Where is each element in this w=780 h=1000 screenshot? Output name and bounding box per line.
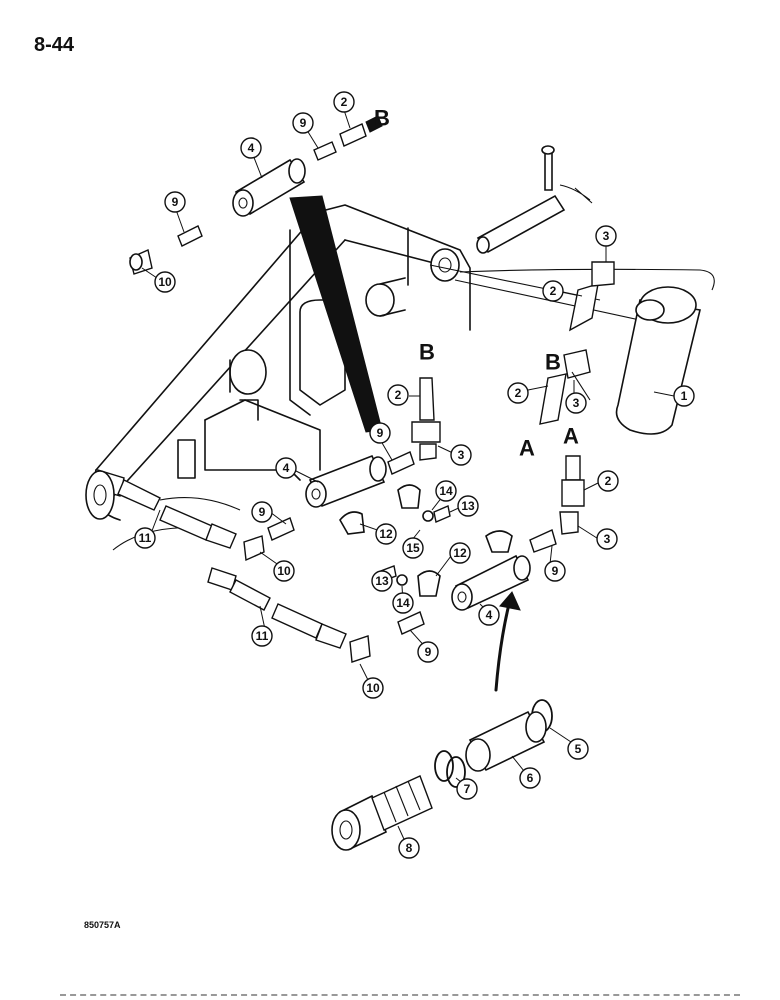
svg-text:2: 2 — [515, 386, 522, 400]
page-number: 8-44 — [34, 34, 75, 56]
svg-text:9: 9 — [259, 505, 266, 519]
callout-4-lower: 4 — [478, 604, 500, 626]
callout-4-top: 4 — [240, 137, 262, 159]
svg-text:4: 4 — [248, 141, 255, 155]
callout-9-left-mid: 9 — [251, 501, 273, 523]
callout-2-top: 2 — [333, 91, 355, 113]
callout-13-upper: 13 — [457, 495, 479, 517]
callout-5: 5 — [567, 738, 589, 760]
callout-13-lower: 13 — [371, 570, 393, 592]
svg-text:14: 14 — [439, 484, 453, 498]
ref-letter-a-right: A — [563, 424, 579, 449]
svg-text:1: 1 — [681, 389, 688, 403]
center-fittings — [305, 377, 451, 535]
callout-12-left: 12 — [375, 523, 397, 545]
svg-text:2: 2 — [550, 284, 557, 298]
svg-text:4: 4 — [486, 608, 493, 622]
svg-text:9: 9 — [172, 195, 179, 209]
callout-11-lower: 11 — [251, 625, 273, 647]
ref-letter-a-left: A — [519, 436, 535, 461]
callout-3-center: 3 — [450, 444, 472, 466]
callout-3-right-lower: 3 — [565, 392, 587, 414]
svg-text:3: 3 — [604, 532, 611, 546]
svg-text:13: 13 — [461, 499, 475, 513]
svg-text:3: 3 — [603, 229, 610, 243]
svg-text:9: 9 — [377, 426, 384, 440]
svg-text:3: 3 — [573, 396, 580, 410]
callout-12-right: 12 — [449, 542, 471, 564]
callout-7: 7 — [456, 778, 478, 800]
callout-11-upper: 11 — [134, 527, 156, 549]
svg-text:15: 15 — [406, 541, 420, 555]
callout-1: 1 — [673, 385, 695, 407]
svg-text:2: 2 — [395, 388, 402, 402]
leader-lines — [141, 109, 675, 849]
svg-text:7: 7 — [464, 782, 471, 796]
callout-9-lower: 9 — [417, 641, 439, 663]
svg-text:9: 9 — [425, 645, 432, 659]
svg-text:14: 14 — [396, 596, 410, 610]
callout-14-lower: 14 — [392, 592, 414, 614]
svg-text:12: 12 — [379, 527, 393, 541]
svg-text:9: 9 — [300, 116, 307, 130]
ref-letter-b-right: B — [545, 350, 561, 375]
detail-arrow-head — [499, 591, 521, 611]
callout-2-right: 2 — [542, 280, 564, 302]
hoses — [85, 469, 425, 663]
svg-text:6: 6 — [527, 771, 534, 785]
svg-text:11: 11 — [139, 531, 152, 545]
svg-text:10: 10 — [158, 275, 172, 289]
svg-text:9: 9 — [552, 564, 559, 578]
ref-letter-b-center: B — [419, 340, 435, 365]
svg-text:8: 8 — [406, 841, 413, 855]
svg-text:4: 4 — [283, 461, 290, 475]
upper-exploded-assembly — [129, 115, 383, 275]
ref-letter-b-top: B — [374, 106, 390, 131]
svg-text:2: 2 — [341, 95, 348, 109]
callout-9-right: 9 — [544, 560, 566, 582]
callout-14-upper: 14 — [435, 480, 457, 502]
scan-edge-line — [60, 994, 740, 996]
svg-text:3: 3 — [458, 448, 465, 462]
callout-9-center: 9 — [369, 422, 391, 444]
callout-2-center: 2 — [387, 384, 409, 406]
pointer-arrow — [289, 195, 383, 433]
pivot-pin — [476, 145, 593, 254]
callout-6: 6 — [519, 767, 541, 789]
svg-text:12: 12 — [453, 546, 467, 560]
svg-text:10: 10 — [366, 681, 380, 695]
cylinder-fittings — [539, 261, 615, 425]
svg-text:2: 2 — [605, 474, 612, 488]
lift-cylinder — [615, 286, 701, 435]
callout-8: 8 — [398, 837, 420, 859]
callout-3-a: 3 — [596, 528, 618, 550]
callout-2-a: 2 — [597, 470, 619, 492]
svg-text:13: 13 — [375, 574, 389, 588]
callout-10-lower: 10 — [362, 677, 384, 699]
callout-10-top: 10 — [154, 271, 176, 293]
callout-9-top: 9 — [292, 112, 314, 134]
callout-4-center: 4 — [275, 457, 297, 479]
callout-9-left: 9 — [164, 191, 186, 213]
drawing-id: 850757A — [84, 920, 121, 930]
callout-3-top-right: 3 — [595, 225, 617, 247]
callout-15: 15 — [402, 537, 424, 559]
svg-text:5: 5 — [575, 742, 582, 756]
svg-text:11: 11 — [256, 629, 269, 643]
right-lower-fittings — [377, 455, 585, 611]
callout-10-mid: 10 — [273, 560, 295, 582]
svg-text:10: 10 — [277, 564, 291, 578]
callout-2-right-lower: 2 — [507, 382, 529, 404]
coupling-detail — [331, 699, 553, 851]
